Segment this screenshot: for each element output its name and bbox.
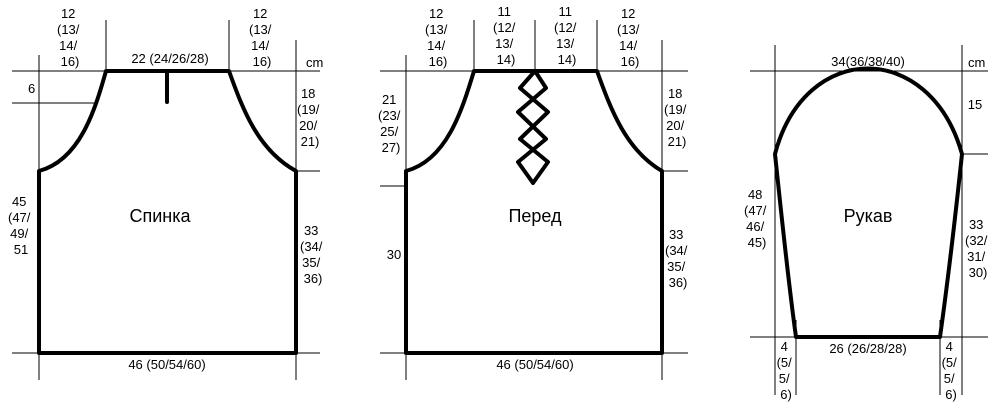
front-shoulder-left-label: 12 (13/ 14/ 16) [425, 6, 451, 69]
front-neck-right-label: 11 (12/ 13/ 14) [554, 4, 580, 67]
back-neck-depth-label: 6 [28, 81, 35, 96]
sleeve-title: Рукав [844, 206, 893, 226]
front-side-label: 33 (34/ 35/ 36) [665, 227, 691, 290]
sleeve-cuff-left-label: 4 (5/ 5/ 6) [777, 339, 796, 402]
sleeve-outline [773, 66, 964, 339]
back-outline [37, 69, 298, 355]
sleeve-length-left-label: 48 (47/ 46/ 45) [744, 187, 770, 250]
back-shoulder-right-label: 12 (13/ 14/ 16) [249, 6, 275, 69]
front-armhole-left-label: 21 (23/ 25/ 27) [378, 92, 404, 155]
back-side-label: 33 (34/ 35/ 36) [300, 223, 326, 286]
front-piece: 12 (13/ 14/ 16) 11 (12/ 13/ 14) 11 (12/ … [378, 4, 691, 380]
back-neck-width-label: 22 (24/26/28) [131, 51, 208, 66]
sleeve-cuff-width-label: 26 (26/28/28) [829, 341, 906, 356]
back-title: Спинка [129, 206, 191, 226]
front-neck-left-label: 11 (12/ 13/ 14) [493, 4, 519, 67]
front-shoulder-right-label: 12 (13/ 14/ 16) [617, 6, 643, 69]
back-piece: 12 (13/ 14/ 16) 12 (13/ 14/ 16) 22 (24/2… [8, 6, 326, 380]
sleeve-units-label: cm [968, 55, 985, 70]
sleeve-length-right-label: 33 (32/ 31/ 30) [965, 217, 991, 280]
sleeve-cuff-right-label: 4 (5/ 5/ 6) [942, 339, 961, 402]
front-title: Перед [508, 206, 562, 226]
front-outline [404, 69, 664, 355]
sleeve-cap-width-label: 34(36/38/40) [831, 54, 905, 69]
front-lower-label: 30 [387, 247, 401, 262]
back-armhole-label: 18 (19/ 20/ 21) [297, 86, 323, 149]
sleeve-cap-height-label: 15 [968, 97, 982, 112]
front-diamond-cable [516, 69, 550, 185]
back-units-label: cm [306, 55, 323, 70]
front-armhole-right-label: 18 (19/ 20/ 21) [664, 86, 690, 149]
sleeve-piece: 34(36/38/40) cm 15 48 (47/ 46/ 45) 33 (3… [744, 45, 991, 402]
back-width-label: 46 (50/54/60) [128, 357, 205, 372]
back-body-length-label: 45 (47/ 49/ 51 [8, 194, 34, 257]
front-width-label: 46 (50/54/60) [496, 357, 573, 372]
back-shoulder-left-label: 12 (13/ 14/ 16) [57, 6, 83, 69]
